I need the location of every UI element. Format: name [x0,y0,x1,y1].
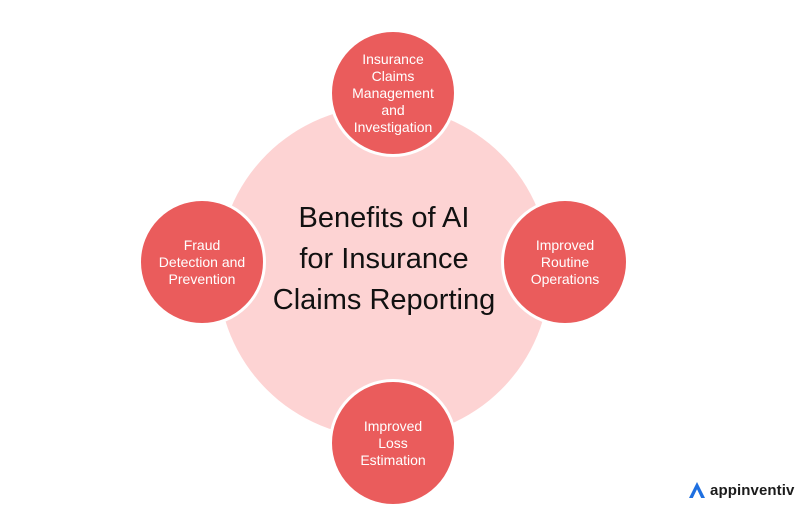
node-claims-management: Insurance Claims Management and Investig… [329,29,457,157]
brand-logo-text: appinventiv [710,481,795,499]
diagram-title: Benefits of AI for Insurance Claims Repo… [272,202,496,316]
node-fraud-detection-label: Fraud Detection and Prevention [158,236,246,287]
node-fraud-detection: Fraud Detection and Prevention [138,198,266,326]
node-loss-estimation: Improved Loss Estimation [329,379,457,507]
node-routine-operations-label: Improved Routine Operations [530,236,600,287]
brand-logo: appinventiv [688,481,794,499]
node-loss-estimation-label: Improved Loss Estimation [360,417,426,468]
node-claims-management-label: Insurance Claims Management and Investig… [352,50,434,135]
node-routine-operations: Improved Routine Operations [501,198,629,326]
appinventiv-logo-icon [689,482,705,498]
